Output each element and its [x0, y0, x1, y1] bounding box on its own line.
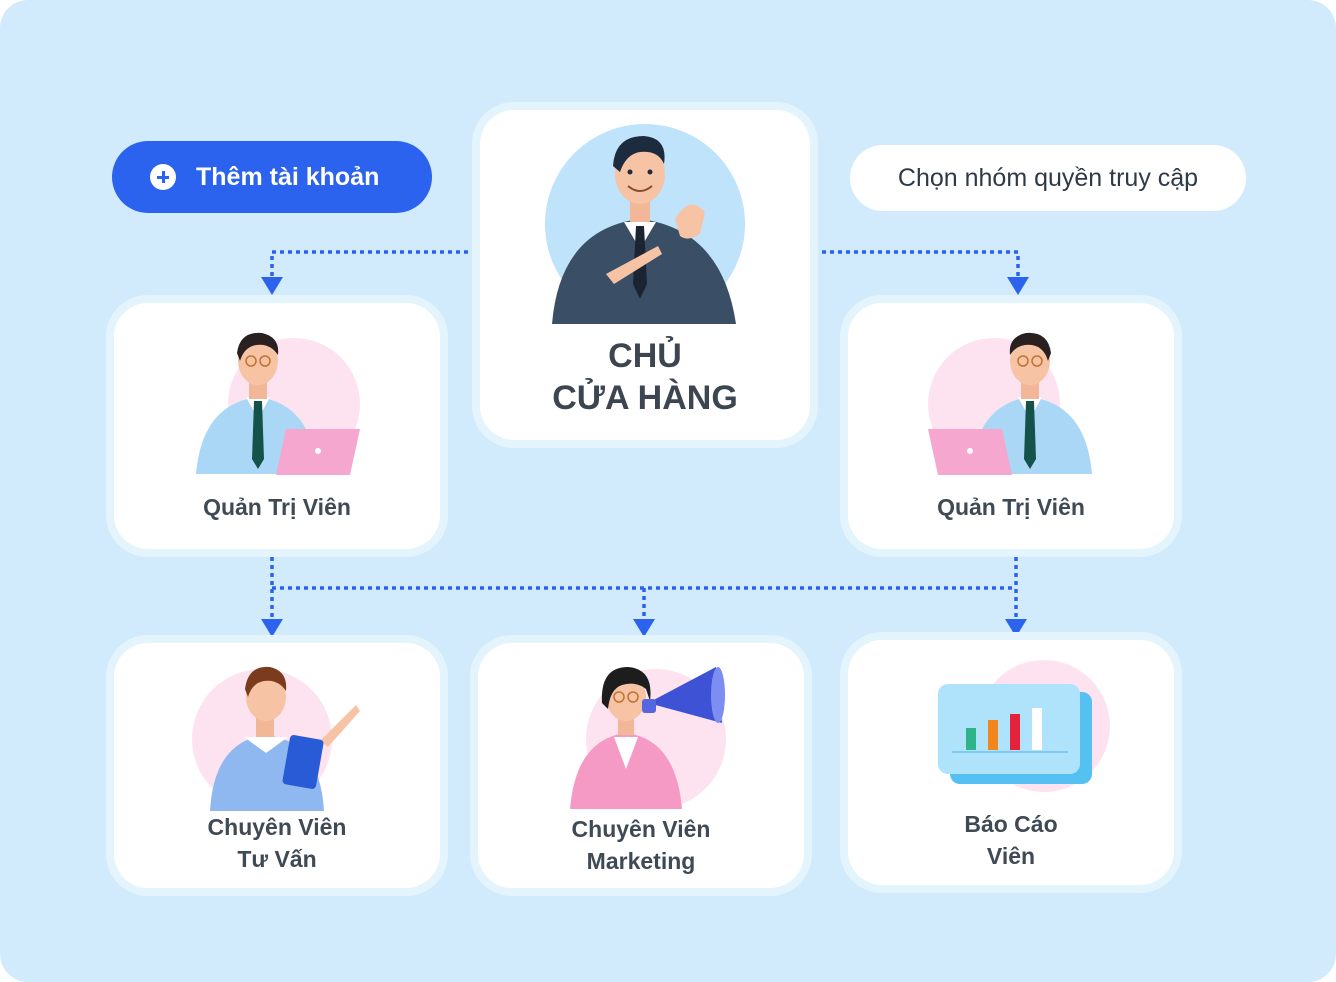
connector-owner-to-admin-left — [270, 250, 468, 280]
admin-card-left[interactable]: Quản Trị Viên — [114, 303, 440, 549]
marketing-label: Chuyên Viên Marketing — [478, 813, 804, 877]
marketing-label-line2: Marketing — [586, 848, 696, 874]
consultant-card[interactable]: Chuyên Viên Tư Vấn — [114, 643, 440, 888]
owner-title: CHỦ CỬA HÀNG — [480, 335, 810, 419]
access-group-label: Chọn nhóm quyền truy cập — [897, 163, 1199, 192]
connector-owner-to-admin-right — [822, 250, 1020, 280]
consultant-label-line2: Tư Vấn — [237, 846, 317, 872]
consultant-label: Chuyên Viên Tư Vấn — [114, 811, 440, 875]
admin-laptop-illustration — [928, 332, 1092, 475]
consultant-label-line1: Chuyên Viên — [207, 814, 347, 840]
marketing-label-line1: Chuyên Viên — [571, 816, 711, 842]
admin-right-label: Quản Trị Viên — [937, 494, 1085, 520]
add-account-label: Thêm tài khoản — [196, 162, 380, 191]
arrow-down-icon — [261, 619, 283, 637]
report-chart-illustration — [938, 660, 1110, 792]
businessman-illustration — [545, 124, 745, 324]
owner-card: CHỦ CỬA HÀNG — [480, 110, 810, 440]
add-account-button[interactable]: Thêm tài khoản — [112, 141, 432, 213]
access-group-selector[interactable]: Chọn nhóm quyền truy cập — [850, 145, 1246, 211]
arrow-down-icon — [1005, 619, 1027, 637]
report-label: Báo Cáo Viên — [848, 808, 1174, 872]
admin-card-right[interactable]: Quản Trị Viên — [848, 303, 1174, 549]
admin-left-label: Quản Trị Viên — [203, 494, 351, 520]
arrow-down-icon — [1007, 277, 1029, 295]
report-card[interactable]: Báo Cáo Viên — [848, 640, 1174, 885]
report-label-line1: Báo Cáo — [964, 811, 1058, 837]
arrow-down-icon — [261, 277, 283, 295]
marketing-megaphone-illustration — [570, 667, 726, 809]
plus-circle-icon — [150, 164, 176, 190]
marketing-card[interactable]: Chuyên Viên Marketing — [478, 643, 804, 888]
admin-laptop-illustration — [196, 332, 360, 475]
arrow-down-icon — [633, 619, 655, 637]
owner-title-line1: CHỦ — [608, 337, 682, 375]
report-label-line2: Viên — [986, 843, 1036, 869]
consultant-illustration — [192, 666, 360, 811]
owner-title-line2: CỬA HÀNG — [552, 379, 738, 417]
